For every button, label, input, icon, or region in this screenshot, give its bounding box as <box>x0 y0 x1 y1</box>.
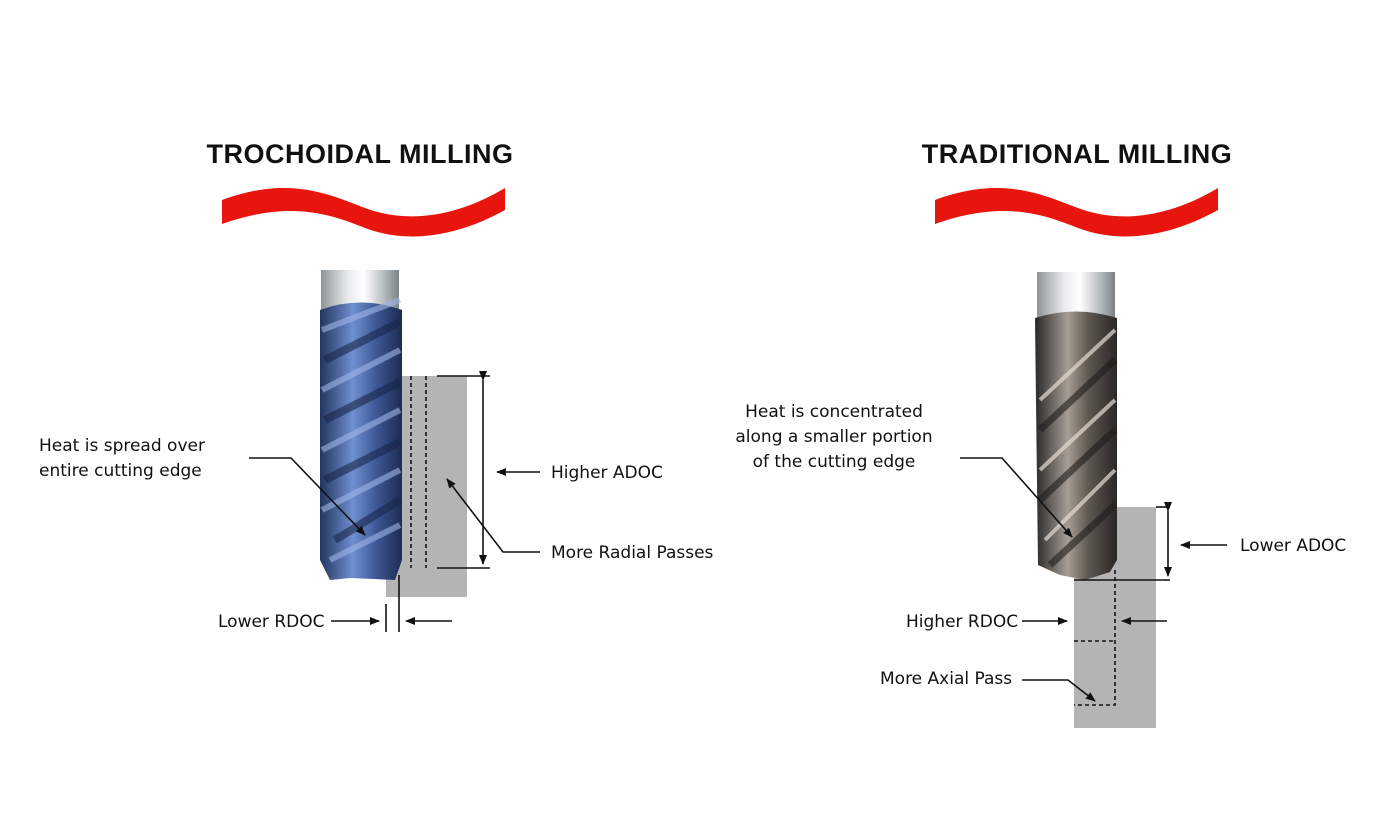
lower-adoc-label: Lower ADOC <box>1240 536 1346 556</box>
end-mill-tool-grey <box>1035 272 1118 580</box>
traditional-section: TRADITIONAL MILLING Lower ADOC Higher RD… <box>735 139 1346 728</box>
more-axial-pass-label: More Axial Pass <box>880 669 1012 689</box>
heat-label-line3: of the cutting edge <box>753 452 916 472</box>
end-mill-tool-blue <box>320 270 403 580</box>
higher-rdoc-label: Higher RDOC <box>906 612 1018 632</box>
heat-label-line1: Heat is concentrated <box>745 402 923 422</box>
heat-label-line2: along a smaller portion <box>735 427 932 447</box>
higher-adoc-label: Higher ADOC <box>551 463 663 483</box>
heat-label-line2: entire cutting edge <box>39 461 202 481</box>
red-wave-decoration <box>222 188 505 237</box>
red-wave-decoration <box>935 188 1218 237</box>
axial-pass-line <box>1074 570 1116 706</box>
trochoidal-title: TROCHOIDAL MILLING <box>207 139 514 169</box>
more-radial-passes-label: More Radial Passes <box>551 543 714 563</box>
heat-label-line1: Heat is spread over <box>39 436 205 456</box>
lower-rdoc-label: Lower RDOC <box>218 612 324 632</box>
traditional-title: TRADITIONAL MILLING <box>922 139 1232 169</box>
trochoidal-section: TROCHOIDAL MILLING Higher ADOC More Radi… <box>39 139 714 632</box>
